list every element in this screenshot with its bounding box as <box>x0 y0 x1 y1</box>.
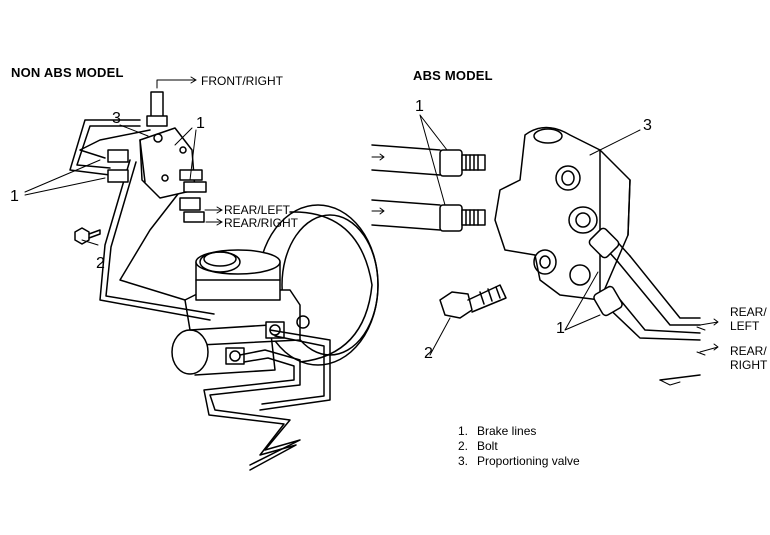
callout-2-bolt: 2 <box>96 255 105 272</box>
callout-1-lines-left: 1 <box>10 188 19 205</box>
legend-item: 3. Proportioning valve <box>458 454 580 469</box>
non-abs-proportioning-valve <box>74 91 207 245</box>
legend-num: 2. <box>458 439 469 453</box>
non-abs-illustration <box>24 76 379 471</box>
abs-brake-lines-left <box>371 144 486 232</box>
abs-proportioning-valve <box>494 126 631 301</box>
non-abs-title: NON ABS MODEL <box>11 65 124 80</box>
abs-rear-right-label: REAR/ RIGHT <box>730 344 767 372</box>
abs-title: ABS MODEL <box>413 68 493 83</box>
abs-callout-1-bottom: 1 <box>556 320 565 337</box>
callout-1-lines-right: 1 <box>196 115 205 132</box>
legend-text: Proportioning valve <box>477 454 580 468</box>
abs-rear-right-line2: RIGHT <box>730 358 768 372</box>
abs-rear-left-line2: LEFT <box>730 319 760 333</box>
legend-text: Bolt <box>477 439 498 453</box>
abs-brake-lines-right <box>588 227 701 386</box>
legend-num: 1. <box>458 424 469 438</box>
abs-bolt <box>439 284 507 319</box>
rear-left-label: REAR/LEFT <box>224 203 291 217</box>
rear-right-label: REAR/RIGHT <box>224 216 299 230</box>
non-abs-brake-lines <box>69 119 331 471</box>
legend: 1. Brake lines 2. Bolt 3. Proportioning … <box>458 424 580 469</box>
abs-callout-3-valve: 3 <box>643 117 652 134</box>
legend-item: 2. Bolt <box>458 439 580 454</box>
abs-callout-1-top: 1 <box>415 98 424 115</box>
legend-item: 1. Brake lines <box>458 424 580 439</box>
abs-rear-left-label: REAR/ LEFT <box>730 305 767 333</box>
abs-rear-left-line1: REAR/ <box>730 305 767 319</box>
abs-leaders <box>419 114 719 356</box>
abs-callout-2-bolt: 2 <box>424 345 433 362</box>
callout-3-valve: 3 <box>112 110 121 127</box>
legend-num: 3. <box>458 454 469 468</box>
front-right-label: FRONT/RIGHT <box>201 74 283 88</box>
legend-text: Brake lines <box>477 424 537 438</box>
abs-rear-right-line1: REAR/ <box>730 344 767 358</box>
abs-illustration <box>371 114 719 386</box>
non-abs-leaders <box>24 76 223 246</box>
